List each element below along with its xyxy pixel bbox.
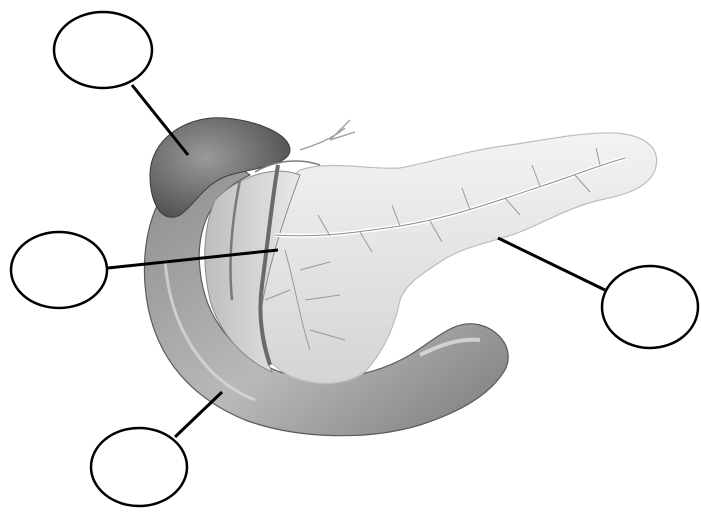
leader-line-right xyxy=(498,238,605,290)
label-circle-bottom-left xyxy=(91,428,187,506)
label-circle-mid-left xyxy=(11,232,107,308)
label-circle-right xyxy=(602,266,698,348)
label-circle-top-left xyxy=(54,12,152,88)
leader-line-bottom-left xyxy=(175,392,222,437)
